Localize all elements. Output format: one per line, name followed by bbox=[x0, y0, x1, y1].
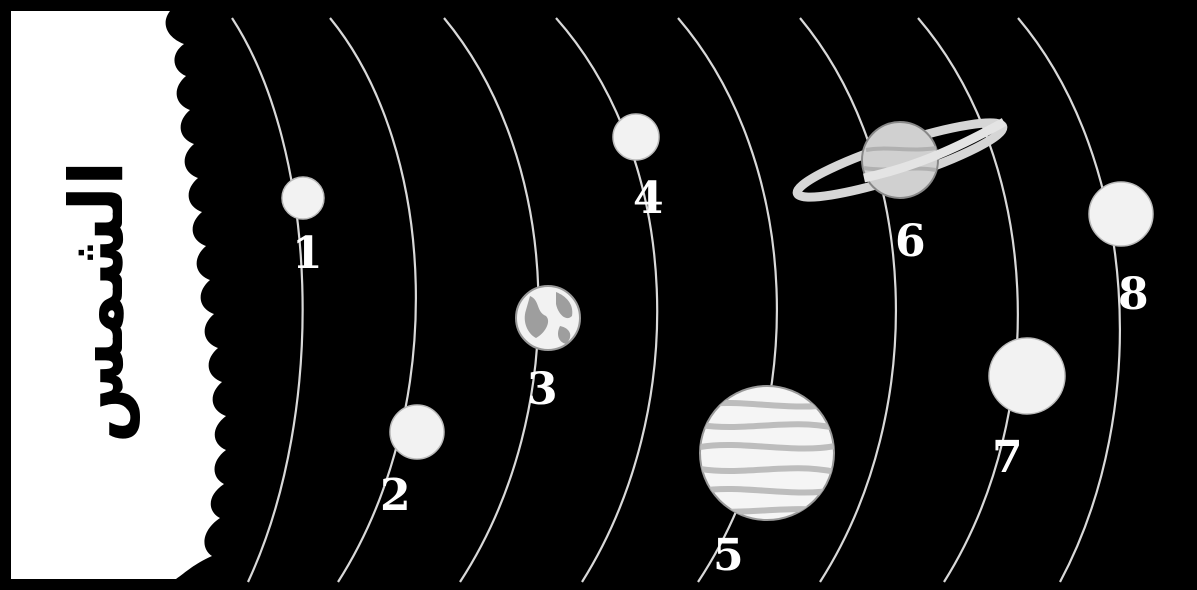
sun-label: الشمس bbox=[54, 161, 140, 444]
gas-giant-banded-icon bbox=[700, 386, 835, 520]
ice-giant-icon bbox=[1089, 182, 1153, 246]
planet-label-3: 3 bbox=[527, 364, 558, 415]
earth-planet-icon bbox=[516, 286, 580, 350]
planet-label-5: 5 bbox=[713, 530, 744, 581]
ice-giant-icon bbox=[989, 338, 1065, 414]
planet-label-7: 7 bbox=[992, 432, 1023, 483]
planet-label-6: 6 bbox=[895, 216, 926, 267]
planet-label-4: 4 bbox=[633, 173, 664, 224]
planet-label-1: 1 bbox=[292, 228, 323, 279]
planet-label-8: 8 bbox=[1118, 269, 1149, 320]
small-planet-icon bbox=[613, 114, 659, 160]
planet-label-2: 2 bbox=[380, 470, 411, 521]
small-planet-icon bbox=[390, 405, 444, 459]
small-planet-icon bbox=[282, 177, 324, 219]
